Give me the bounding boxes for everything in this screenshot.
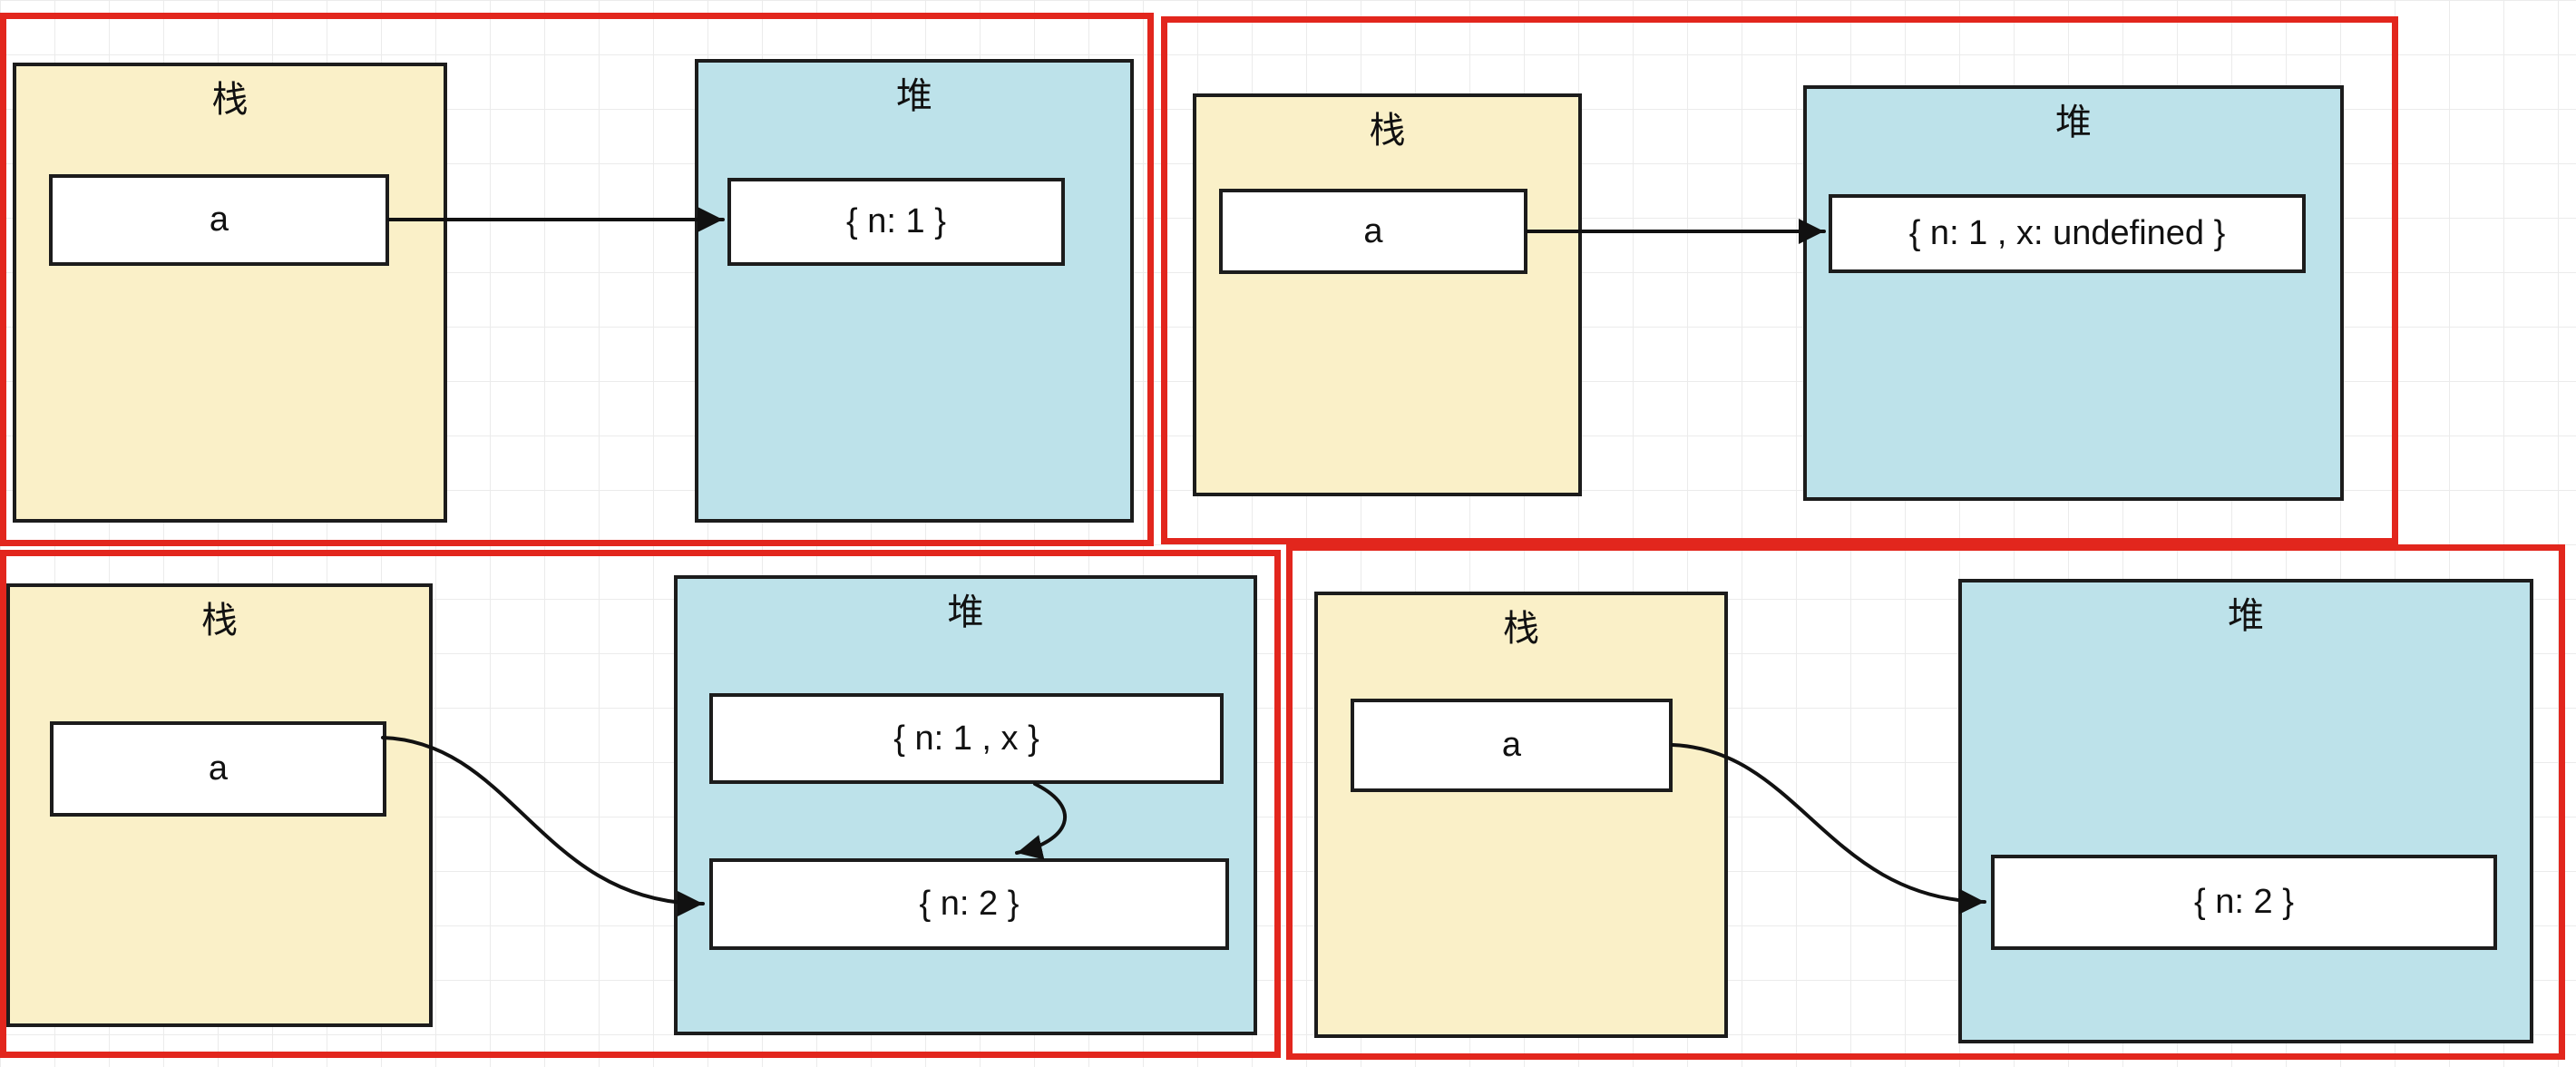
heap-object-box: { n: 2 } — [1991, 855, 2497, 950]
variable-label: a — [208, 749, 229, 788]
heap-title: 堆 — [2228, 596, 2264, 636]
heap-object-text: { n: 2 } — [919, 885, 1020, 923]
variable-label: a — [1363, 211, 1383, 250]
stack-title: 栈 — [211, 80, 249, 120]
panel-2: 栈 a 堆 { n: 1 , x: undefined } — [1161, 16, 2398, 544]
stack-title: 栈 — [1369, 111, 1406, 151]
heap-title: 堆 — [947, 592, 984, 632]
stack-region: 栈 a — [6, 583, 433, 1027]
stack-title: 栈 — [1503, 609, 1539, 649]
variable-label: a — [209, 201, 229, 239]
variable-box: a — [1219, 189, 1527, 274]
heap-region: 堆 { n: 2 } — [1958, 579, 2533, 1043]
heap-object-box: { n: 1 } — [727, 178, 1065, 266]
heap-object-text: { n: 1 , x: undefined } — [1908, 214, 2226, 252]
heap-title: 堆 — [2055, 103, 2092, 142]
variable-box: a — [1351, 699, 1673, 792]
heap-object-box: { n: 2 } — [709, 858, 1229, 950]
panel-3: 栈 a 堆 { n: 1 , x } { n: 2 } — [0, 550, 1281, 1058]
variable-label: a — [1501, 726, 1522, 764]
stack-region: 栈 a — [1314, 592, 1728, 1038]
panel-1: 栈 a 堆 { n: 1 } — [0, 13, 1154, 546]
heap-region: 堆 { n: 1 , x: undefined } — [1803, 85, 2344, 501]
heap-region: 堆 { n: 1 } — [695, 59, 1134, 523]
stack-title: 栈 — [201, 601, 238, 641]
heap-object-box: { n: 1 , x: undefined } — [1829, 194, 2306, 273]
stack-region: 栈 a — [1193, 93, 1582, 496]
heap-title: 堆 — [896, 76, 932, 116]
heap-object-text: { n: 1 } — [846, 202, 946, 240]
heap-object-box: { n: 1 , x } — [709, 693, 1224, 784]
variable-box: a — [49, 174, 389, 266]
panel-4: 栈 a 堆 { n: 2 } — [1286, 544, 2565, 1060]
heap-object-text: { n: 2 } — [2194, 883, 2294, 921]
heap-region: 堆 { n: 1 , x } { n: 2 } — [674, 575, 1257, 1035]
variable-box: a — [50, 721, 386, 817]
heap-object-text: { n: 1 , x } — [893, 719, 1039, 758]
stack-region: 栈 a — [13, 63, 447, 523]
